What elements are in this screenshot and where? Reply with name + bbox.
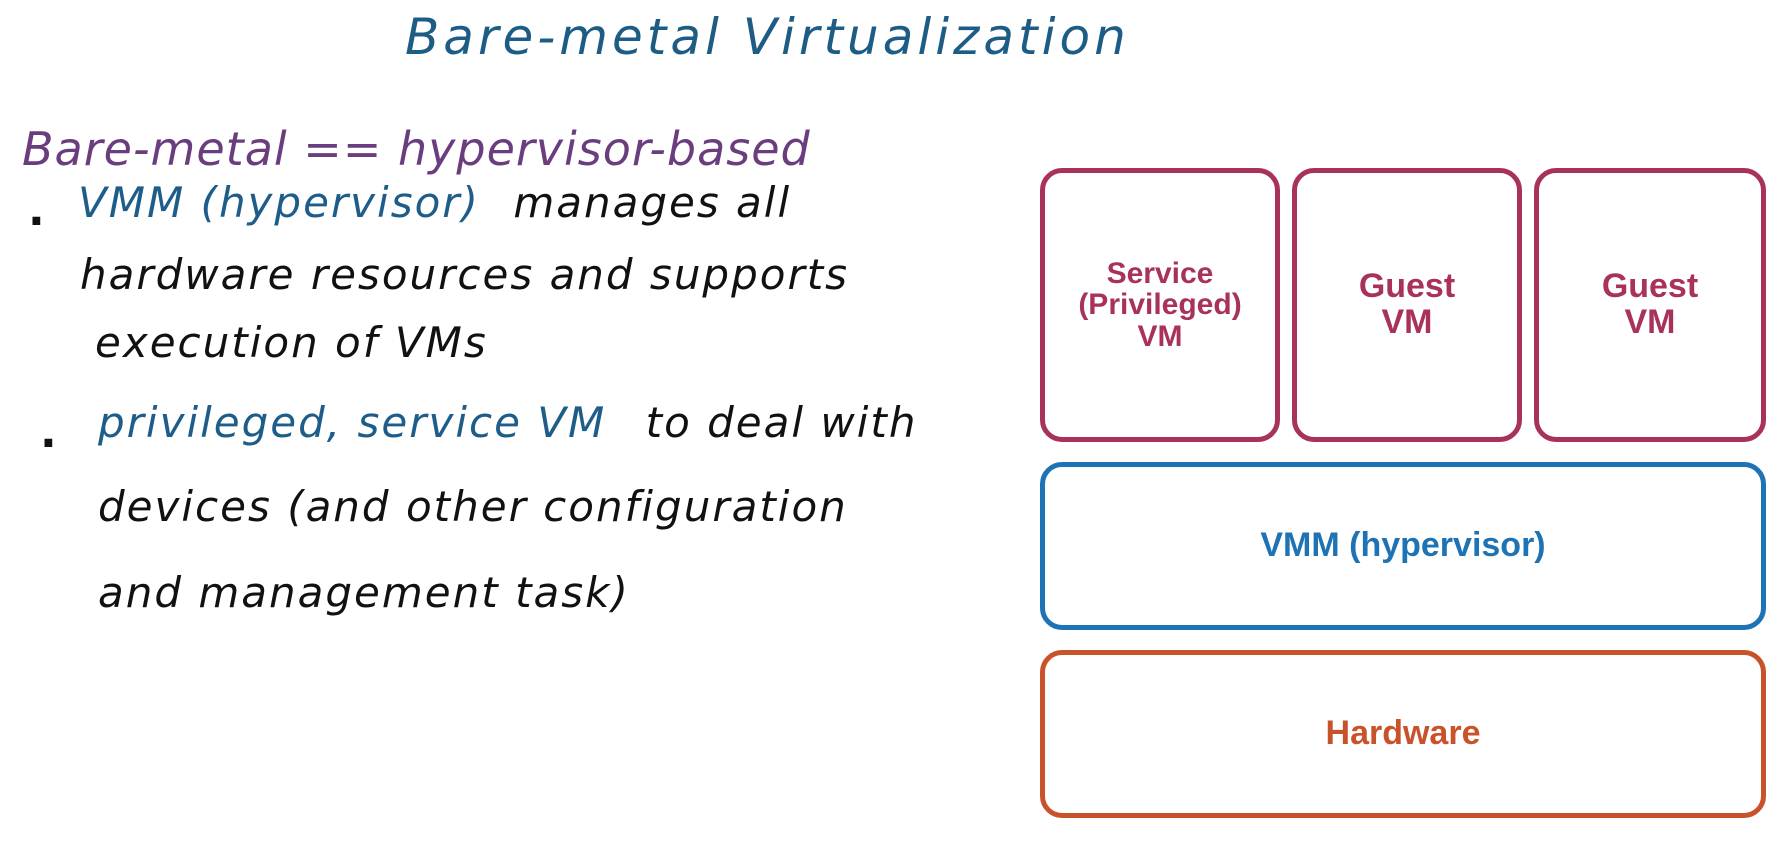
bullet-1-line-2: hardware resources and supports (80, 250, 850, 299)
service-vm-box: Service (Privileged) VM (1040, 168, 1280, 442)
service-vm-label: Service (Privileged) VM (1078, 256, 1242, 353)
hardware-label: Hardware (1325, 714, 1481, 753)
vmm-hypervisor-box: VMM (hypervisor) (1040, 462, 1766, 630)
bullet-1-dot: · (28, 196, 45, 247)
hardware-box: Hardware (1040, 650, 1766, 818)
guest-vm-label-1: Guest VM (1358, 267, 1456, 341)
bullet-1-line-1: VMM (hypervisor) manages all (78, 178, 791, 227)
guest-vm-box-1: Guest VM (1292, 168, 1522, 442)
vmm-hypervisor-label: VMM (hypervisor) (1260, 526, 1546, 565)
bullet-2-line-2: devices (and other configuration (98, 482, 848, 531)
guest-vm-box-2: Guest VM (1534, 168, 1766, 442)
bullet-2-line-1: privileged, service VM to deal with (98, 398, 918, 447)
bullet-2-line-3: and management task) (98, 568, 630, 617)
bullet-2-rest: to deal with (645, 398, 918, 447)
guest-vm-label-2: Guest VM (1601, 267, 1699, 341)
bullet-1-highlight: VMM (hypervisor) (78, 178, 480, 227)
bullet-1-line-3: execution of VMs (95, 318, 488, 367)
bullet-2-dot: · (40, 418, 57, 469)
page-title: Bare-metal Virtualization (405, 8, 1130, 66)
bullet-1-rest: manages all (513, 178, 792, 227)
subtitle: Bare-metal == hypervisor-based (22, 122, 811, 176)
bullet-2-highlight: privileged, service VM (98, 398, 607, 447)
